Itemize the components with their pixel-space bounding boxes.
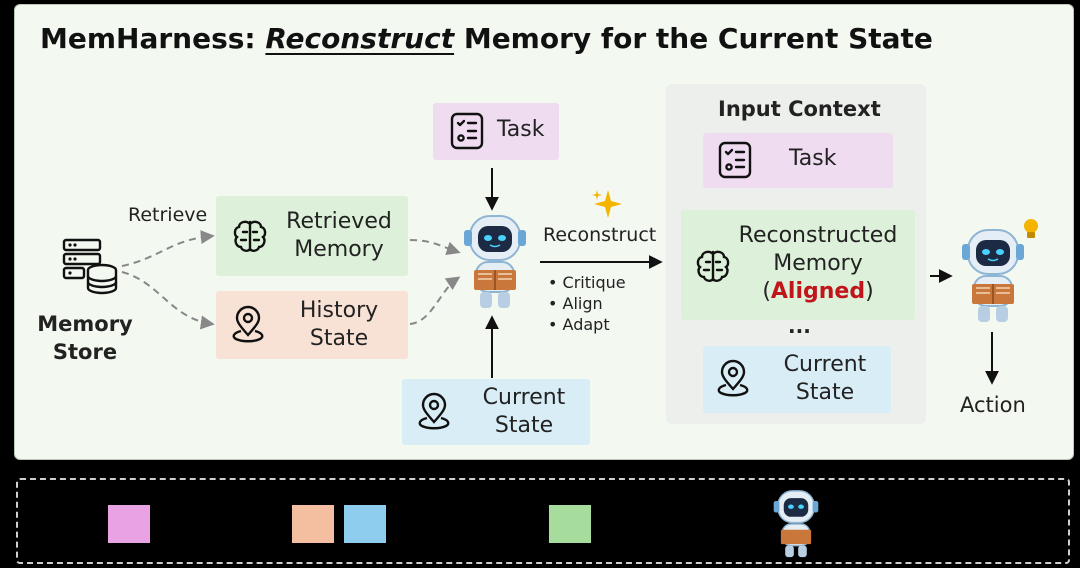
sparkles-icon <box>592 190 622 218</box>
step-adapt: Adapt <box>548 314 626 335</box>
reconstruct-steps: Critique Align Adapt <box>548 272 626 335</box>
checklist-icon <box>450 112 484 150</box>
reconstructed-memory-label: Reconstructed Memory (Aligned) <box>738 223 898 304</box>
context-task-box: Task <box>703 133 893 188</box>
diagram-title: MemHarness: Reconstruct Memory for the C… <box>40 22 933 55</box>
robot-reading-icon <box>464 215 526 308</box>
location-pin-icon <box>232 305 264 343</box>
brain-icon <box>696 250 730 282</box>
arrow-retrieved-to-agent <box>409 239 461 256</box>
task-box: Task <box>433 103 559 160</box>
brain-icon <box>233 220 267 252</box>
legend-swatch-task <box>108 505 150 543</box>
reconstructed-memory-box: Reconstructed Memory (Aligned) <box>681 210 915 320</box>
task-label: Task <box>497 117 545 142</box>
robot-reading-icon <box>773 490 819 558</box>
legend-swatch-history <box>292 505 334 543</box>
arrow-store-to-history <box>121 271 215 330</box>
location-pin-icon <box>418 392 450 430</box>
checklist-icon <box>718 141 752 179</box>
legend-swatch-memory <box>549 505 591 543</box>
lightbulb-icon <box>1024 219 1038 238</box>
arrow-history-to-agent <box>409 276 461 325</box>
aligned-label: Aligned <box>770 279 866 304</box>
location-pin-icon <box>717 359 749 397</box>
step-align: Align <box>548 293 626 314</box>
arrow-store-to-retrieved <box>121 230 215 267</box>
step-critique: Critique <box>548 272 626 293</box>
legend-strip <box>16 478 1070 564</box>
context-task-label: Task <box>789 146 837 171</box>
retrieve-label: Retrieve <box>128 204 208 226</box>
action-label: Action <box>960 393 1026 417</box>
ellipsis: ... <box>788 314 811 338</box>
robot-reading-icon <box>962 229 1024 322</box>
reconstruct-label: Reconstruct <box>543 224 657 246</box>
legend-swatch-state <box>344 505 386 543</box>
input-context-title: Input Context <box>718 97 881 121</box>
server-database-icon <box>62 238 118 295</box>
